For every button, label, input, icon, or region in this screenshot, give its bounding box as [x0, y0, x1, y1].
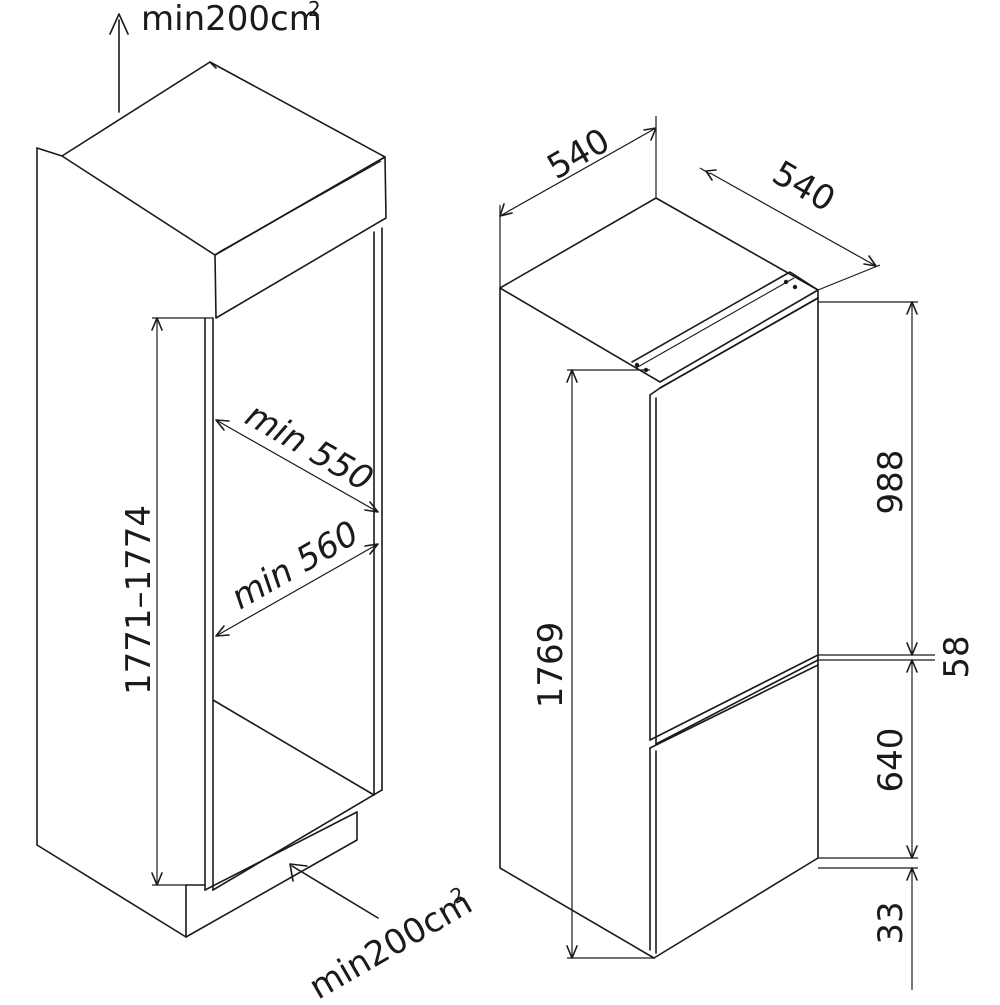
cabinet-top-face	[36, 61, 386, 256]
depth-min-label: min 550	[239, 395, 380, 500]
fridge-width-dimension: 540	[699, 153, 881, 291]
door-dimensions: 988 58 640 33	[818, 301, 977, 990]
fridge-depth-label: 540	[541, 121, 617, 188]
gap-label: 58	[937, 635, 977, 678]
upper-door-label: 988	[871, 450, 911, 515]
fridge-height-label: 1769	[531, 622, 571, 709]
top-vent-arrow: min200cm 2	[109, 0, 322, 113]
cabinet-top-board	[214, 156, 387, 319]
niche-height-dimension: 1771–1774	[119, 317, 213, 886]
fridge-height-dimension: 1769	[531, 369, 654, 959]
depth-min-dimension: min 550	[215, 395, 380, 513]
cabinet-niche	[36, 61, 387, 938]
top-vent-sup: 2	[308, 0, 321, 21]
width-min-dimension: min 560	[215, 513, 379, 637]
lower-door-label: 640	[871, 728, 911, 793]
top-vent-label: min200cm	[141, 0, 322, 39]
width-min-label: min 560	[225, 513, 366, 618]
fridge-appliance	[499, 197, 819, 959]
fridge-depth-dimension: 540	[499, 116, 657, 288]
bottom-vent-arrow: min200cm 2	[289, 863, 479, 1005]
niche-height-label: 1771–1774	[119, 505, 159, 695]
bottom-gap-label: 33	[871, 901, 911, 944]
upper-door	[649, 297, 819, 396]
